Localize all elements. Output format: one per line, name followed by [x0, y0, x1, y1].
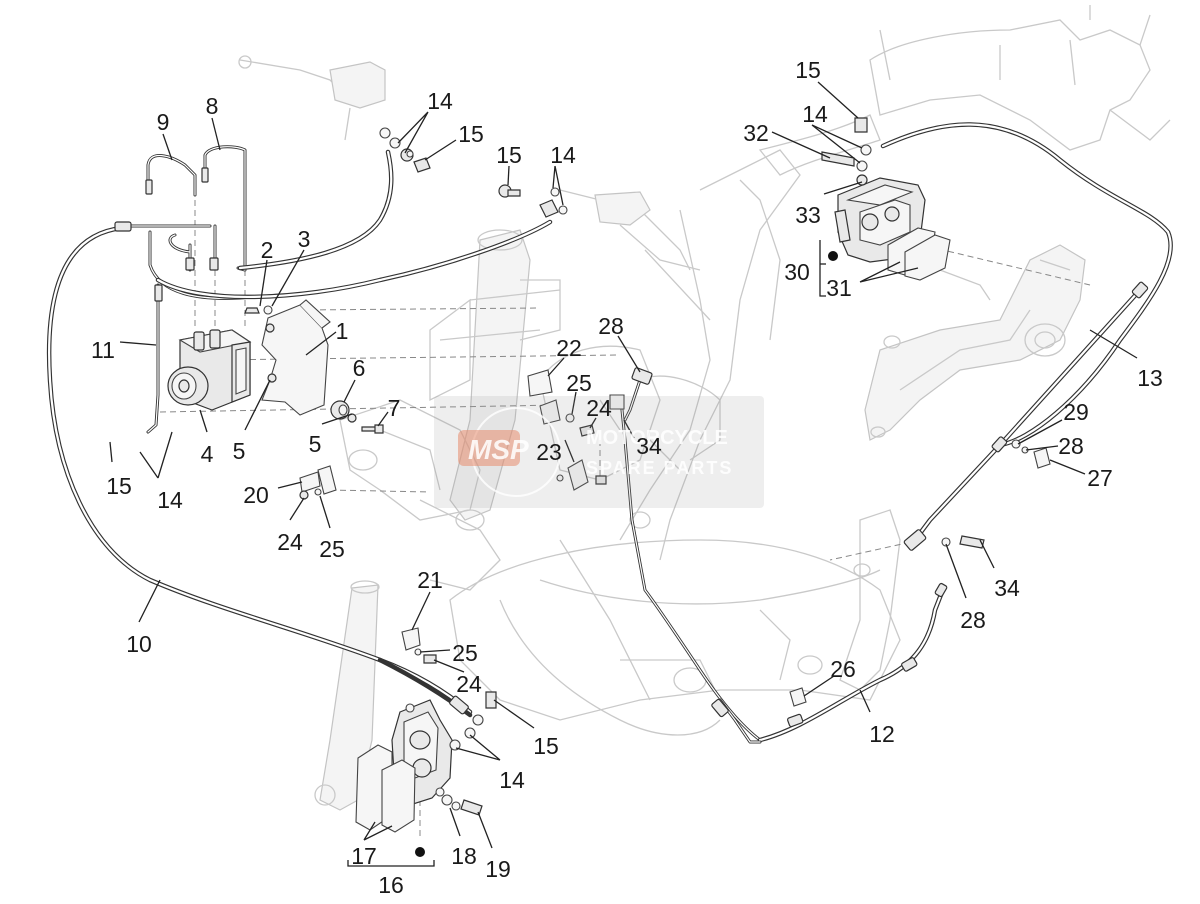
- callout-c1: 1: [336, 318, 349, 344]
- watermark-line1: MOTORCYCLE: [586, 427, 728, 449]
- callout-c31: 31: [826, 275, 852, 301]
- callout-c19: 19: [485, 856, 511, 882]
- callout-c5a: 5: [233, 438, 246, 464]
- callout-c9: 9: [157, 109, 170, 135]
- callout-c15d: 15: [106, 473, 132, 499]
- callout-c13: 13: [1137, 365, 1163, 391]
- callout-c30: 30: [784, 259, 810, 285]
- abs-control-unit: [167, 329, 252, 411]
- callout-c29: 29: [1063, 399, 1089, 425]
- callout-c2: 2: [261, 237, 274, 263]
- callout-c25a: 25: [566, 370, 592, 396]
- callout-c14b: 14: [550, 142, 576, 168]
- callout-c15b: 15: [496, 142, 522, 168]
- callout-c21: 21: [417, 567, 443, 593]
- callout-c28c: 28: [960, 607, 986, 633]
- callout-c32: 32: [743, 120, 769, 146]
- abs-bracket: [244, 299, 331, 416]
- callout-c14d: 14: [157, 487, 183, 513]
- callout-c24a: 24: [586, 395, 612, 421]
- callout-c33: 33: [795, 202, 821, 228]
- callout-c28a: 28: [598, 313, 624, 339]
- callout-c11: 11: [91, 337, 115, 363]
- callout-c25b: 25: [319, 536, 345, 562]
- callout-c26: 26: [830, 656, 856, 682]
- callout-c3: 3: [298, 226, 311, 252]
- callout-c14a: 14: [427, 88, 453, 114]
- front-banjo-fittings: [379, 127, 568, 218]
- rubber-mounts-hardware: [330, 400, 384, 434]
- callout-c18: 18: [451, 843, 477, 869]
- callout-c10: 10: [126, 631, 152, 657]
- callout-c14c: 14: [802, 101, 828, 127]
- callout-c34b: 34: [994, 575, 1020, 601]
- callout-c8: 8: [206, 93, 219, 119]
- callout-c34a: 34: [636, 433, 662, 459]
- watermark: MSP MOTORCYCLE SPARE PARTS: [434, 396, 764, 508]
- leader-lines: [109, 81, 1138, 867]
- callout-c16: 16: [378, 872, 404, 898]
- callout-c7: 7: [388, 395, 401, 421]
- callout-c25c: 25: [452, 640, 478, 666]
- callout-c24c: 24: [456, 671, 482, 697]
- callout-c6: 6: [353, 355, 366, 381]
- callout-c17: 17: [351, 843, 377, 869]
- front-brake-pads: [355, 744, 416, 833]
- line-fittings: [114, 167, 1149, 728]
- callout-c27: 27: [1087, 465, 1113, 491]
- callout-c23: 23: [536, 439, 562, 465]
- callout-c22: 22: [556, 335, 582, 361]
- front-caliper-hardware: [441, 691, 497, 816]
- callout-c15e: 15: [533, 733, 559, 759]
- watermark-line2: SPARE PARTS: [586, 458, 733, 478]
- callout-c4: 4: [201, 441, 214, 467]
- callout-c5b: 5: [309, 431, 322, 457]
- callout-c12: 12: [869, 721, 895, 747]
- callout-c15c: 15: [795, 57, 821, 83]
- alignment-lines: [159, 200, 1091, 840]
- callout-c15a: 15: [458, 121, 484, 147]
- hose-clips: [299, 369, 1051, 707]
- rear-caliper-kit-dot: [828, 251, 838, 261]
- callout-c24b: 24: [277, 529, 303, 555]
- callout-c14e: 14: [499, 767, 525, 793]
- callout-c20: 20: [243, 482, 269, 508]
- watermark-logo: MSP: [468, 434, 529, 465]
- front-caliper-kit-dot: [415, 847, 425, 857]
- callout-c28b: 28: [1058, 433, 1084, 459]
